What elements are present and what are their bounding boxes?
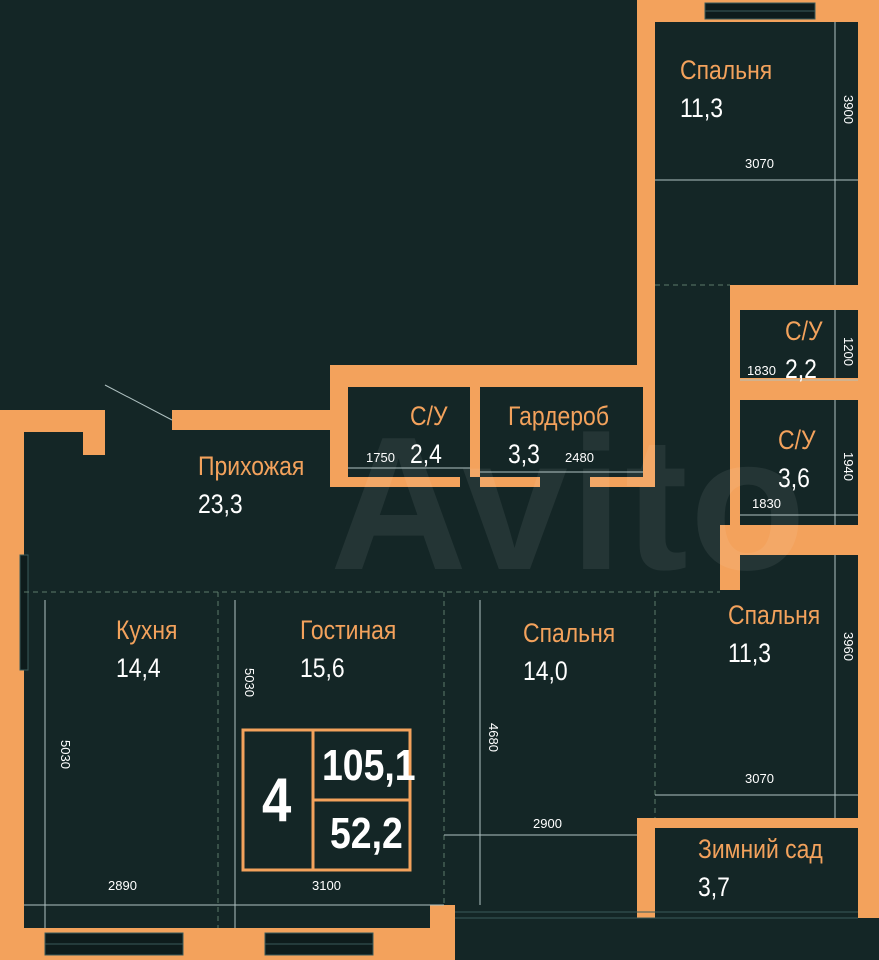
dim-wardrobe-width: 2480 — [565, 450, 594, 465]
total-area: 105,1 — [322, 741, 416, 790]
dim-bath1-height: 1200 — [841, 337, 856, 366]
dim-kitchen-width: 2890 — [108, 878, 137, 893]
kitchen-area: 14,4 — [116, 653, 161, 683]
bath-right-2-area: 3,6 — [778, 463, 810, 493]
kitchen-name: Кухня — [116, 615, 178, 645]
avito-watermark: Avito — [330, 398, 808, 610]
bath-center-area: 2,4 — [410, 439, 442, 469]
dim-bath1-width: 1830 — [747, 363, 776, 378]
bath-right-2-name: С/У — [778, 425, 816, 455]
dim-top-bedroom-width: 3070 — [745, 156, 774, 171]
dim-bedroom-mid-height: 4680 — [486, 723, 501, 752]
living-area: 15,6 — [300, 653, 345, 683]
winter-garden-name: Зимний сад — [698, 834, 823, 864]
door-swing — [104, 384, 173, 421]
dim-bedroom-right-height: 3960 — [841, 632, 856, 661]
partition-lines — [24, 284, 730, 928]
rooms-count: 4 — [262, 766, 292, 835]
summary-box — [241, 728, 412, 872]
dim-bath2-width: 1830 — [752, 496, 781, 511]
living-name: Гостиная — [300, 615, 397, 645]
wardrobe-area: 3,3 — [508, 439, 540, 469]
dim-bath2-height: 1940 — [841, 452, 856, 481]
bedroom-mid-area: 14,0 — [523, 656, 568, 686]
dim-kitchen-height: 5030 — [58, 740, 73, 769]
dim-bedroom-mid-width: 2900 — [533, 816, 562, 831]
living-area: 52,2 — [330, 809, 403, 858]
windows — [19, 2, 858, 956]
bedroom-mid-name: Спальня — [523, 618, 616, 648]
bedroom-right-area: 11,3 — [728, 638, 771, 668]
bedroom-top-name: Спальня — [680, 55, 773, 85]
dimension-lines — [24, 22, 858, 928]
bedroom-right-name: Спальня — [728, 600, 821, 630]
dim-bath-center-width: 1750 — [366, 450, 395, 465]
bath-right-1-area: 2,2 — [785, 354, 817, 384]
dim-top-bedroom-height: 3900 — [841, 95, 856, 124]
hallway-name: Прихожая — [198, 451, 305, 481]
bedroom-top-area: 11,3 — [680, 93, 723, 123]
hallway-area: 23,3 — [198, 489, 243, 519]
winter-garden-area: 3,7 — [698, 872, 730, 902]
dim-living-height: 5030 — [242, 668, 257, 697]
bath-right-1-name: С/У — [785, 316, 823, 346]
bath-center-name: С/У — [410, 401, 448, 431]
dim-living-width: 3100 — [312, 878, 341, 893]
dim-bedroom-right-width: 3070 — [745, 771, 774, 786]
wardrobe-name: Гардероб — [508, 401, 609, 431]
